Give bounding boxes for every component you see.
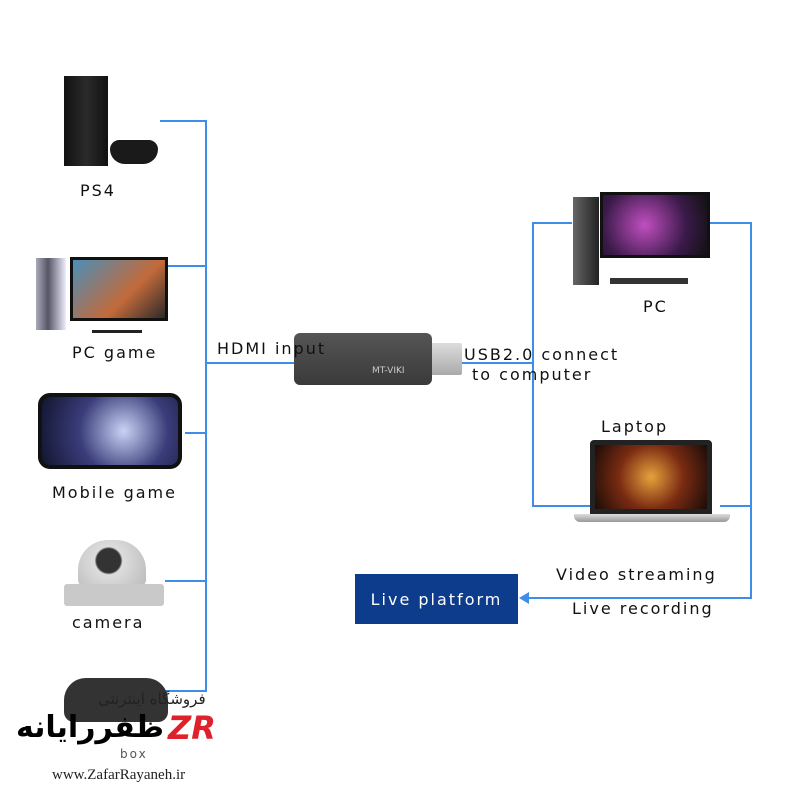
pc-monitor-image xyxy=(600,192,710,258)
hdmi-input-label: HDMI input xyxy=(217,339,327,358)
source-label-box: box xyxy=(120,747,148,761)
watermark-tagline: فروشگاه اینترنتی xyxy=(98,690,206,708)
usb-label-line2: to computer xyxy=(472,365,593,384)
gamepad-image xyxy=(110,140,158,164)
laptop-base xyxy=(574,514,730,522)
pcgame-line xyxy=(162,265,206,267)
laptop-line-right xyxy=(720,505,751,507)
pc-line-left xyxy=(532,222,572,224)
pc-tower-image xyxy=(573,197,599,285)
source-bus-line xyxy=(205,120,207,692)
source-label-ps4: PS4 xyxy=(80,181,116,200)
ps4-console-image xyxy=(64,76,108,166)
usb-label-line1: USB2.0 connect xyxy=(464,345,620,364)
tv-box-image xyxy=(64,678,168,722)
gaming-tower-image xyxy=(36,258,66,330)
source-label-camera: camera xyxy=(72,613,145,632)
camera-base xyxy=(64,584,164,606)
gaming-monitor-image xyxy=(70,257,168,321)
pc-keyboard xyxy=(610,278,688,284)
watermark-name: ظفررایانه xyxy=(15,710,164,745)
watermark-logo: ZR xyxy=(168,709,216,747)
camera-line xyxy=(165,580,206,582)
box-line xyxy=(160,690,206,692)
usb-line xyxy=(455,362,533,364)
pc-line-right xyxy=(710,222,751,224)
target-label-pc: PC xyxy=(643,297,668,316)
usb-plug xyxy=(428,343,462,375)
live-platform-box: Live platform xyxy=(355,574,518,624)
mobile-line xyxy=(185,432,206,434)
ps4-line xyxy=(160,120,206,122)
target-label-laptop: Laptop xyxy=(601,417,669,436)
capture-card-image xyxy=(294,333,432,385)
camera-image xyxy=(78,540,146,586)
live-recording-label: Live recording xyxy=(572,599,714,618)
source-label-mobile-game: Mobile game xyxy=(52,483,177,502)
live-platform-label: Live platform xyxy=(370,589,503,609)
output-line xyxy=(750,222,752,599)
monitor-stand xyxy=(92,318,142,333)
laptop-line-left xyxy=(532,505,592,507)
device-brand: MT-VIKI xyxy=(372,366,405,376)
target-bus-line xyxy=(532,222,534,506)
platform-line xyxy=(528,597,752,599)
laptop-image xyxy=(590,440,712,514)
watermark-url: www.ZafarRayaneh.ir xyxy=(52,767,186,783)
video-streaming-label: Video streaming xyxy=(556,565,717,584)
arrow-left-icon xyxy=(519,592,529,604)
smartphone-image xyxy=(38,393,182,469)
source-label-pc-game: PC game xyxy=(72,343,158,362)
hdmi-line xyxy=(205,362,300,364)
